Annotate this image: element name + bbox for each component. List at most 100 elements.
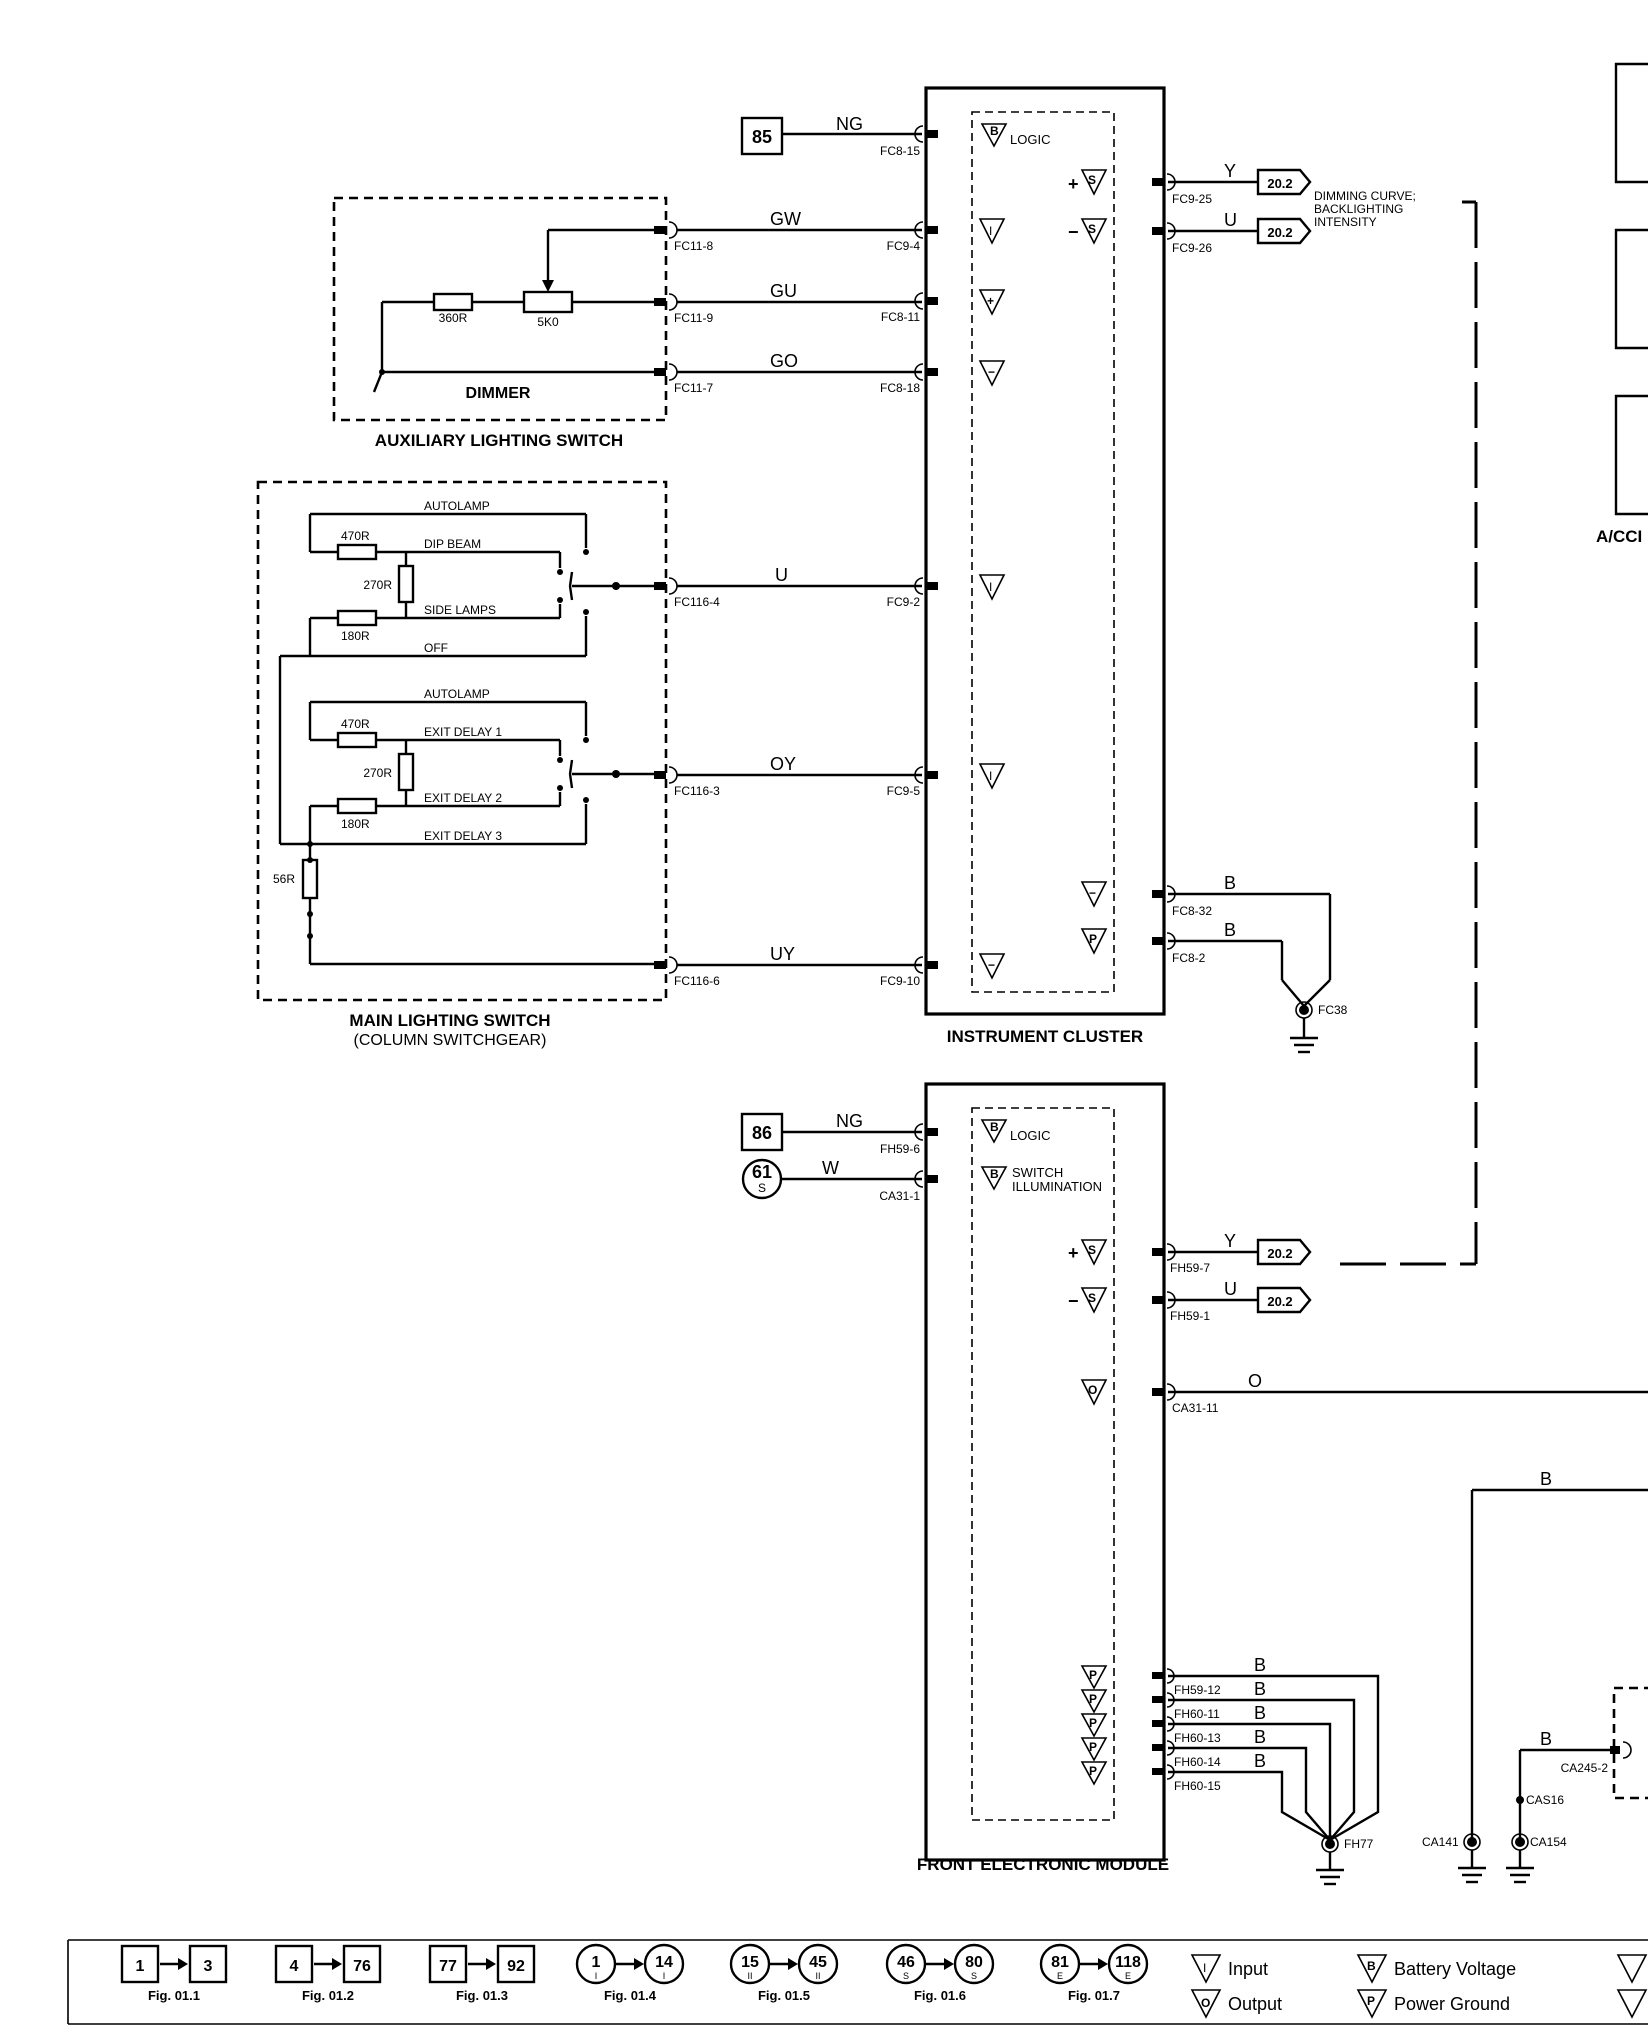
pin-label: CA245-2 — [1561, 1761, 1609, 1775]
switch-illumination-label: ILLUMINATION — [1012, 1179, 1102, 1194]
pin-label: FC9-26 — [1172, 241, 1212, 255]
resistor-label: 270R — [363, 766, 392, 780]
fem-right-pins: FH59-7 FH59-1 CA31-11 FH59-12 FH60-11 FH… — [1152, 1231, 1648, 1886]
legend-range-sub: E — [1057, 1971, 1063, 1981]
wire-color: O — [1248, 1371, 1262, 1391]
resistor-270r — [397, 564, 415, 604]
ref-20-2: 20.2 — [1267, 1246, 1292, 1261]
ref-85: 85 — [752, 127, 772, 147]
output-icon — [1080, 1379, 1108, 1406]
aux-switch-wires: FC11-8 FC11-9 FC11-7 GW GU GO — [654, 209, 922, 395]
legend-fig-label: Fig. 01.4 — [604, 1988, 657, 2003]
svg-text:S: S — [1088, 173, 1096, 187]
svg-text:+: + — [1068, 1243, 1079, 1263]
wire-color: B — [1254, 1727, 1266, 1747]
dimmer-label: DIMMER — [466, 385, 531, 402]
wire-color: B — [1254, 1751, 1266, 1771]
main-switch-sublabel: (COLUMN SWITCHGEAR) — [354, 1032, 547, 1049]
legend-range-end: 3 — [204, 1958, 213, 1975]
pin-label: FH60-15 — [1174, 1779, 1221, 1793]
ref-20-2: 20.2 — [1267, 176, 1292, 191]
resistor-label: 56R — [273, 872, 295, 886]
pin-label: FC11-7 — [674, 381, 713, 395]
input-icon — [978, 289, 1006, 316]
wire-color: B — [1224, 873, 1236, 893]
pin-label: FC11-8 — [674, 239, 713, 253]
wire-color: B — [1254, 1703, 1266, 1723]
switch-illumination-label: SWITCH — [1012, 1165, 1063, 1180]
pin-label: FH60-13 — [1174, 1731, 1221, 1745]
cluster-wires: 85 NG Y 20.2 U 20.2 DIMMING CURVE; BACKL… — [740, 114, 1416, 1054]
legend-range-sub: S — [903, 1971, 909, 1981]
power-ground-icon — [1080, 928, 1108, 955]
ref-61-sub: S — [758, 1181, 766, 1195]
pin-label: FC9-10 — [880, 974, 920, 988]
resistor-label: 470R — [341, 717, 370, 731]
wire-color: U — [1224, 1279, 1237, 1299]
wire-color: U — [1224, 210, 1237, 230]
aux-switch-label: AUXILIARY LIGHTING SWITCH — [375, 431, 623, 450]
legend-range-start: 46 — [897, 1954, 915, 1971]
switch-position-label: DIP BEAM — [424, 537, 481, 551]
output-icon — [1080, 1239, 1108, 1266]
wire-color: B — [1224, 920, 1236, 940]
switch-position-label: EXIT DELAY 3 — [424, 829, 502, 843]
legend-range-sub: E — [1125, 1971, 1131, 1981]
wire-color: B — [1254, 1679, 1266, 1699]
legend-range-end: 76 — [353, 1958, 371, 1975]
pin-label: FC9-2 — [887, 595, 921, 609]
wire-color: GW — [770, 209, 801, 229]
battery-voltage-logic-icon — [980, 1119, 1008, 1144]
logic-label: LOGIC — [1010, 132, 1050, 147]
wire-color: W — [822, 1158, 839, 1178]
legend-output-label: Output — [1228, 1994, 1282, 2014]
svg-text:+: + — [987, 294, 994, 308]
legend-range-start: 1 — [592, 1954, 601, 1971]
svg-text:I: I — [1203, 1961, 1206, 1975]
power-ground-icon — [1080, 1761, 1108, 1786]
legend-range-end: 14 — [655, 1954, 673, 1971]
legend-fig-label: Fig. 01.3 — [456, 1988, 508, 2003]
svg-text:P: P — [1089, 1716, 1097, 1730]
ground-label: CA154 — [1530, 1835, 1567, 1849]
resistor-label: 180R — [341, 629, 370, 643]
switch-position-label: EXIT DELAY 1 — [424, 725, 502, 739]
pin-label: FC8-18 — [880, 381, 920, 395]
svg-text:P: P — [1089, 1692, 1097, 1706]
pin-label: FH60-14 — [1174, 1755, 1221, 1769]
pin-label: FC116-4 — [674, 595, 720, 609]
ground-label: CA141 — [1422, 1835, 1459, 1849]
legend-range-start: 1 — [136, 1958, 145, 1975]
resistor-360r — [432, 292, 474, 312]
wire-color: Y — [1224, 1231, 1236, 1251]
power-ground-icon — [1080, 1737, 1108, 1762]
legend-symbols: I Input O Output B Battery Voltage P Pow… — [1190, 1954, 1648, 2019]
switch-position-label: AUTOLAMP — [424, 687, 490, 701]
pin-label: FC116-6 — [674, 974, 720, 988]
resistor-470r — [336, 543, 378, 561]
auxiliary-lighting-switch: AUXILIARY LIGHTING SWITCH DIMMER 360R 5K… — [332, 196, 668, 450]
switch-position-label: EXIT DELAY 2 — [424, 791, 502, 805]
resistor-label: 5K0 — [537, 315, 559, 329]
pin-label: FC8-32 — [1172, 904, 1212, 918]
input-icon — [978, 574, 1006, 601]
svg-text:−: − — [1068, 222, 1079, 242]
pin-label: FH59-12 — [1174, 1683, 1221, 1697]
svg-text:S: S — [1088, 222, 1096, 236]
pin-label: FC9-5 — [887, 784, 921, 798]
wire-color: GU — [770, 281, 797, 301]
output-icon — [1080, 1287, 1108, 1314]
svg-text:−: − — [1089, 886, 1096, 900]
logic-label: LOGIC — [1010, 1128, 1050, 1143]
splice-label: CAS16 — [1526, 1793, 1564, 1807]
svg-text:I: I — [989, 224, 992, 238]
switch-position-label: SIDE LAMPS — [424, 603, 496, 617]
svg-text:P: P — [1089, 1764, 1097, 1778]
note: DIMMING CURVE; — [1314, 189, 1416, 203]
